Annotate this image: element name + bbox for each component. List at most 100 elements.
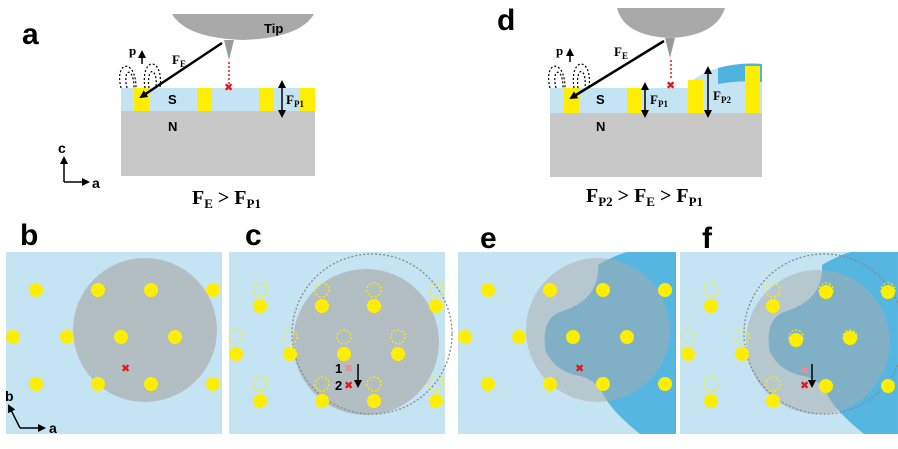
vortex (766, 299, 780, 313)
vortex (596, 283, 610, 297)
vortex (458, 330, 472, 344)
position-label-1: 1 (335, 361, 342, 376)
vortex (512, 330, 526, 344)
vortex (681, 347, 695, 361)
vortex-old (680, 329, 696, 345)
vortex (283, 347, 297, 361)
panel-label-d: d (497, 4, 515, 37)
vortex-2 (627, 88, 642, 113)
vortex (144, 283, 158, 297)
vortex-lattice (6, 283, 220, 391)
pinning-label-p1: FP1 (650, 92, 668, 109)
tip-label: Tip (264, 21, 283, 36)
vortex-old (842, 329, 858, 345)
tip-position-marker: ✖ (666, 79, 675, 92)
equation-a: FE > FP1 (192, 187, 261, 211)
vortex-old (428, 376, 444, 392)
axis-label-a: a (49, 420, 57, 436)
vortex (367, 299, 381, 313)
vortex-old (788, 329, 804, 345)
vortex-old (818, 282, 834, 298)
vortex (253, 299, 267, 313)
vortex (60, 330, 74, 344)
panel-e: e ✖ (458, 222, 676, 434)
field-line (143, 63, 162, 89)
panel-a: a Tip S N p FE ✖ FP1 c a (22, 14, 315, 211)
vortex-old (314, 376, 330, 392)
vortex-lattice (681, 285, 895, 408)
normal-layer (121, 111, 315, 176)
vortex-1 (564, 88, 579, 113)
vortex (596, 377, 610, 391)
field-line (125, 71, 135, 89)
layer-label-s: S (596, 92, 605, 107)
vortex-old (252, 282, 268, 298)
moment-label: p (556, 43, 563, 58)
vortex (367, 394, 381, 408)
position-label-2: 2 (335, 378, 342, 393)
vortex (337, 347, 351, 361)
vortex-old (252, 376, 268, 392)
force-label-fe: FE (614, 44, 628, 61)
vortex-2 (197, 88, 212, 111)
panel-label-e: e (480, 222, 497, 255)
vortex (819, 285, 833, 299)
layer-label-n: N (596, 119, 605, 134)
vortex-old (390, 329, 406, 345)
vortex (881, 285, 895, 299)
tip-position-marker: ✖ (224, 81, 233, 94)
vortex (429, 394, 443, 408)
tip-position-marker-2: ✖ (800, 379, 809, 392)
vortex-old (703, 376, 719, 392)
pinning-label-p1: FP1 (286, 92, 304, 109)
vortex (29, 377, 43, 391)
vortex (253, 394, 267, 408)
vortex-3 (259, 88, 274, 111)
layer-label-n: N (168, 119, 177, 134)
vortex-old (703, 282, 719, 298)
vortex-old (734, 329, 750, 345)
afm-tip (617, 8, 725, 38)
vortex-lattice (458, 283, 672, 391)
vortex-old (880, 282, 896, 298)
previous-vortex-positions (680, 282, 896, 392)
field-line (119, 65, 137, 89)
vortex-old (366, 376, 382, 392)
field-line (548, 65, 566, 89)
axis-b-arrow (8, 404, 21, 429)
vortex (481, 377, 495, 391)
vortex-old (428, 282, 444, 298)
afm-tip (172, 14, 314, 40)
vortex-old (336, 329, 352, 345)
tip-footprint (73, 258, 217, 402)
vortex-3 (688, 80, 703, 113)
vortex-old (765, 376, 781, 392)
vortex (29, 283, 43, 297)
panel-f: f (680, 222, 898, 434)
panel-label-f: f (702, 222, 713, 255)
tip-footprint (526, 258, 670, 402)
axis-label-a: a (92, 175, 100, 191)
axis-label-c: c (58, 140, 66, 156)
vortex (429, 299, 443, 313)
vortex (543, 377, 557, 391)
vortex-old (366, 282, 382, 298)
force-arrow-fe (569, 39, 665, 100)
tip-apex (224, 40, 234, 60)
panel-label-c: c (245, 219, 262, 252)
panel-b: b ✖ b a (5, 219, 222, 436)
previous-tip-footprint (291, 253, 453, 415)
field-line (554, 71, 564, 89)
vortex-old (314, 282, 330, 298)
tip-position-marker: ✖ (575, 362, 584, 375)
previous-tip-footprint (743, 253, 898, 415)
vortex (843, 331, 857, 345)
vortex (789, 333, 803, 347)
vortex (168, 330, 182, 344)
vortex-4 (745, 66, 760, 113)
vortex (481, 283, 495, 297)
pinning-label-p2: FP2 (713, 88, 731, 105)
tip-position-marker: ✖ (121, 362, 130, 375)
tip-position-marker-2: ✖ (344, 379, 353, 392)
